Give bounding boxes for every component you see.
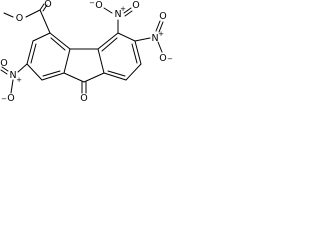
atom-labels: O O O N + O − O N + O O − N + O O −	[0, 0, 173, 104]
bond-nitro-left-o-double-b	[0, 69, 8, 75]
bond-right-ring-2	[103, 72, 127, 81]
bond-right-ring-double-3	[131, 43, 138, 64]
bond-methyl-o	[3, 12, 14, 18]
bond-nitro-left-o-double-a	[1, 66, 9, 72]
atom-nitro-right-n: N	[151, 33, 158, 44]
bond-right-ring-double-1	[101, 37, 118, 52]
bond-left-ring-6	[32, 32, 51, 42]
bond-carbonyl-double-b	[42, 4, 48, 12]
bond-carbonyl-double-a	[39, 3, 45, 11]
bond-nitro-top-o-single	[103, 7, 113, 14]
bond-ester-o-c	[25, 9, 41, 18]
chemical-structure: O O O N + O − O N + O O − N + O O −	[0, 0, 173, 104]
bond-right-ring-4	[134, 40, 142, 65]
bond-nitro-right-cn	[134, 37, 151, 42]
atom-nitro-left-o-double: O	[0, 58, 7, 69]
charge-nitro-left-o: −	[1, 95, 7, 103]
charge-nitro-right-o: −	[167, 55, 173, 63]
atom-nitro-right-o-double: O	[159, 11, 166, 22]
atom-ester-carbonyl-o: O	[44, 0, 51, 10]
bond-left-ring-2	[63, 48, 71, 74]
bond-five-ring-left	[63, 72, 85, 83]
bond-right-ring-5	[117, 32, 136, 42]
atom-ketone-o: O	[80, 93, 87, 104]
charge-nitro-right-n: +	[158, 30, 164, 38]
atom-nitro-top-o-double: O	[132, 0, 139, 11]
atom-ester-methoxy-o: O	[16, 13, 23, 24]
bond-nitro-top-o-double-a	[123, 7, 132, 14]
bonds	[0, 3, 164, 94]
bond-nitro-right-o-single	[157, 41, 163, 53]
bond-left-ring-1	[49, 32, 71, 50]
bond-five-ring-right	[83, 72, 105, 83]
charge-nitro-top-o: −	[89, 0, 95, 7]
atom-nitro-top-o-single: O	[95, 0, 102, 11]
atom-nitro-left-o-single: O	[7, 93, 14, 104]
bond-left-ring-double-1	[50, 37, 66, 51]
bond-left-ring-3	[41, 72, 65, 81]
atom-nitro-left-n: N	[9, 70, 16, 81]
atom-nitro-top-n: N	[114, 9, 121, 20]
atom-nitro-right-o-single: O	[159, 53, 166, 64]
bond-nitro-left-cn	[17, 63, 28, 73]
bond-ester-ring	[39, 9, 51, 34]
bond-right-ring-double-2	[107, 70, 126, 77]
charge-nitro-top-n: +	[120, 5, 126, 13]
bond-nitro-right-o-double-a	[155, 20, 161, 32]
bond-nitro-left-o-single	[10, 79, 14, 94]
bond-left-ring-4	[26, 63, 43, 81]
charge-nitro-left-n: +	[16, 76, 22, 84]
bond-right-ring-6	[97, 32, 119, 50]
bond-nitro-top-o-double-b	[124, 10, 133, 17]
bond-left-ring-5	[26, 40, 34, 65]
bond-left-ring-double-3	[30, 43, 37, 64]
bond-right-ring-1	[97, 48, 105, 74]
bond-nitro-right-o-double-b	[158, 21, 164, 33]
bond-right-ring-3	[125, 63, 142, 81]
bond-left-ring-double-2	[42, 70, 61, 77]
